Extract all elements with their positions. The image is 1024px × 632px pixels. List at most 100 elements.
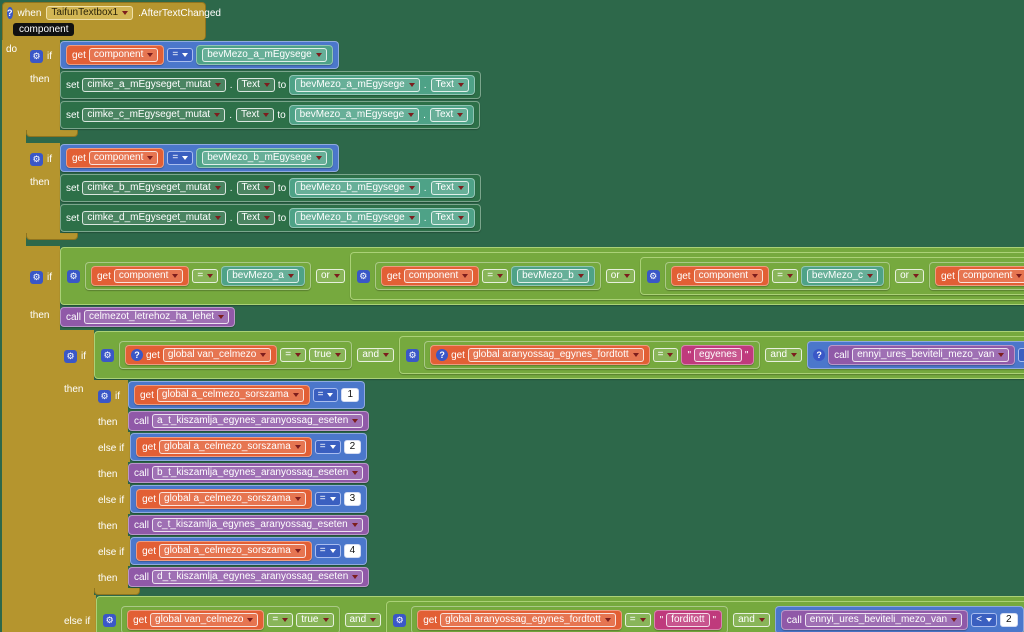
set-property-block[interactable]: set cimke_d_mEgyseget_mutat . Text to be… bbox=[60, 204, 481, 232]
operator-dropdown[interactable]: = bbox=[167, 151, 194, 165]
procedure-dropdown[interactable]: ennyi_ures_beviteli_mezo_van bbox=[852, 348, 1010, 362]
set-property-block[interactable]: set cimke_b_mEgyseget_mutat . Text to be… bbox=[60, 174, 481, 202]
set-property-block[interactable]: set cimke_c_mEgyseget_mutat . Text to be… bbox=[60, 101, 481, 129]
true-dropdown[interactable]: true bbox=[296, 613, 334, 627]
text-value[interactable]: forditott bbox=[666, 613, 710, 627]
operator-dropdown[interactable]: = bbox=[312, 388, 339, 402]
mutator-gear-icon[interactable]: ⚙ bbox=[103, 613, 117, 627]
property-dropdown[interactable]: Text bbox=[430, 181, 469, 195]
variable-dropdown[interactable]: component bbox=[88, 48, 159, 62]
mutator-gear-icon[interactable]: ⚙ bbox=[98, 389, 111, 403]
operator-dropdown[interactable]: = bbox=[772, 269, 798, 283]
property-dropdown[interactable]: Text bbox=[430, 211, 469, 225]
mutator-gear-icon[interactable]: ⚙ bbox=[406, 348, 420, 362]
help-icon[interactable]: ? bbox=[813, 349, 826, 361]
operator-dropdown[interactable]: < bbox=[1018, 348, 1024, 362]
component-dropdown[interactable]: cimke_a_mEgyseget_mutat bbox=[82, 78, 226, 92]
text-value[interactable]: egyenes bbox=[694, 348, 742, 362]
component-dropdown[interactable]: bevMezo_c bbox=[806, 269, 879, 283]
operator-dropdown[interactable]: = bbox=[280, 348, 307, 362]
procedure-dropdown[interactable]: celmezot_letrehoz_ha_lehet bbox=[84, 310, 230, 324]
operator-dropdown[interactable]: = bbox=[314, 544, 341, 558]
and-operator-dropdown[interactable]: and bbox=[357, 348, 395, 362]
procedure-dropdown[interactable]: a_t_kiszamlja_egynes_aranyossag_eseten bbox=[152, 414, 364, 428]
variable-dropdown[interactable]: global aranyossag_egynes_fordtott bbox=[440, 613, 616, 627]
component-dropdown[interactable]: cimke_b_mEgyseget_mutat bbox=[82, 181, 226, 195]
property-dropdown[interactable]: Text bbox=[236, 211, 275, 225]
variable-dropdown[interactable]: global a_celmezo_sorszama bbox=[159, 492, 306, 506]
variable-dropdown[interactable]: global a_celmezo_sorszama bbox=[159, 544, 306, 558]
operator-dropdown[interactable]: < bbox=[971, 613, 997, 627]
property-getter-block[interactable]: bevMezo_b_mEgysege.Text bbox=[289, 178, 475, 198]
mutator-gear-icon[interactable]: ⚙ bbox=[101, 348, 114, 362]
variable-dropdown[interactable]: global aranyossag_egynes_fordtott bbox=[467, 348, 644, 362]
operator-dropdown[interactable]: = bbox=[652, 348, 679, 362]
mutator-gear-icon[interactable]: ⚙ bbox=[64, 349, 77, 363]
mutator-gear-icon[interactable]: ⚙ bbox=[30, 270, 43, 284]
or-operator-dropdown[interactable]: or bbox=[315, 269, 345, 283]
operator-dropdown[interactable]: = bbox=[314, 492, 341, 506]
help-icon[interactable]: ? bbox=[436, 349, 449, 361]
mutator-gear-icon[interactable]: ⚙ bbox=[356, 269, 370, 283]
or-operator-dropdown[interactable]: or bbox=[895, 269, 924, 283]
mutator-gear-icon[interactable]: ⚙ bbox=[393, 613, 407, 627]
component-dropdown[interactable]: bevMezo_a_mEgysege bbox=[202, 48, 327, 62]
component-dropdown[interactable]: TaifunTextbox1 bbox=[46, 6, 134, 20]
variable-dropdown[interactable]: global a_celmezo_sorszama bbox=[156, 388, 304, 402]
variable-dropdown[interactable]: global a_celmezo_sorszama bbox=[159, 440, 306, 454]
operator-dropdown[interactable]: = bbox=[167, 48, 194, 62]
property-dropdown[interactable]: Text bbox=[236, 78, 275, 92]
help-icon[interactable]: ? bbox=[7, 7, 13, 19]
property-getter-block[interactable]: bevMezo_b_mEgysege.Text bbox=[289, 208, 475, 228]
operator-dropdown[interactable]: = bbox=[624, 613, 651, 627]
component-dropdown[interactable]: bevMezo_b_mEgysege bbox=[295, 211, 420, 225]
true-dropdown[interactable]: true bbox=[309, 348, 347, 362]
text-string-block[interactable]: "egyenes" bbox=[681, 345, 755, 365]
component-getter-block[interactable]: bevMezo_a_mEgysege bbox=[196, 45, 333, 65]
property-dropdown[interactable]: Text bbox=[429, 108, 469, 122]
property-dropdown[interactable]: Text bbox=[236, 181, 275, 195]
component-getter-block[interactable]: bevMezo_b bbox=[511, 266, 595, 286]
component-dropdown[interactable]: cimke_c_mEgyseget_mutat bbox=[82, 108, 226, 122]
variable-dropdown[interactable]: component bbox=[88, 151, 159, 165]
property-getter-block[interactable]: bevMezo_a_mEgysege.Text bbox=[288, 105, 475, 125]
variable-dropdown[interactable]: component bbox=[403, 269, 474, 283]
